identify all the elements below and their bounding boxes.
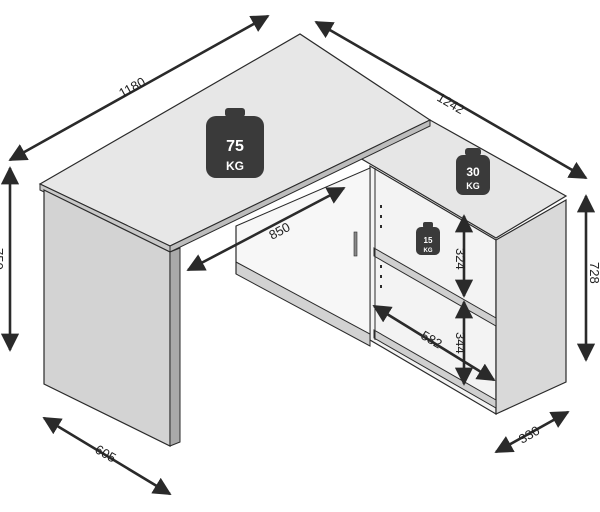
weight-cabinet-unit: KG [466, 181, 480, 191]
weight-cabinet-value: 30 [466, 165, 480, 179]
label-left-height: 750 [0, 248, 6, 270]
label-cabinet-depth: 330 [516, 423, 542, 447]
left-leg-panel-edge [169, 247, 181, 447]
weight-icon-shelf: 15 KG [416, 222, 440, 255]
weight-desk-value: 75 [226, 138, 244, 155]
door-handle [353, 231, 358, 257]
arrow-cabinet-depth [494, 410, 570, 454]
weight-icon-cabinet: 30 KG [456, 148, 490, 195]
label-lower-height: 344 [453, 332, 468, 354]
cabinet-side-face [495, 198, 567, 415]
weight-shelf-unit: KG [424, 248, 433, 254]
weight-desk-unit: KG [226, 159, 244, 173]
arrow-top-width [8, 14, 270, 162]
arrow-top-depth [314, 20, 588, 180]
weight-icon-desk: 75 KG [206, 108, 264, 178]
weight-shelf-value: 15 [424, 236, 433, 245]
dimension-arrows [0, 14, 596, 496]
arrow-inner-width [372, 304, 496, 382]
shelf-pin-holes [380, 205, 382, 288]
label-cabinet-height: 728 [587, 262, 600, 284]
label-top-width: 1180 [116, 74, 148, 101]
label-top-depth: 1242 [435, 90, 468, 117]
arrow-side-depth [42, 416, 172, 496]
arrow-inner-depth [186, 186, 346, 272]
label-shelf-height: 324 [453, 248, 468, 270]
